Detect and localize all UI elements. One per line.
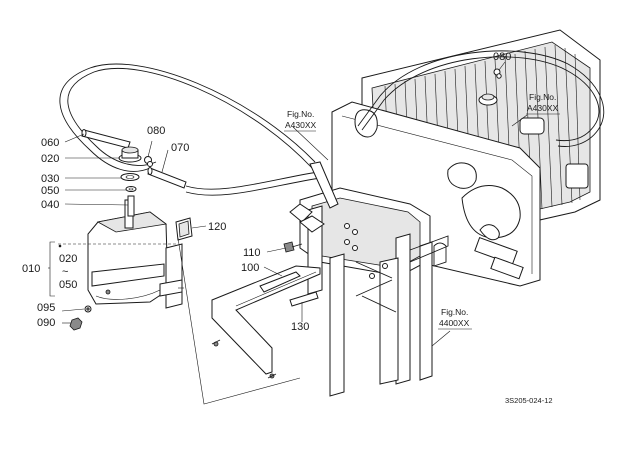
callout-090: 090: [37, 317, 55, 329]
callout-range-from: 020: [59, 253, 77, 265]
pipe-040: [127, 195, 135, 217]
fig-ref-bottom-right-number: 4400XX: [439, 318, 470, 328]
hose-right: [309, 161, 339, 209]
callout-010: 010: [22, 263, 40, 275]
callout-070: 070: [171, 142, 189, 154]
callout-080-right: 080: [493, 51, 511, 63]
callout-100: 100: [241, 262, 259, 274]
hose-130: [289, 291, 319, 307]
fig-ref-bottom-right: Fig.No. 4400XX: [438, 307, 472, 330]
callout-080-left: 080: [147, 125, 165, 137]
bracket-100: [211, 265, 321, 379]
callout-labels: 060 020 030 050 040 080 070 080 120 110 …: [22, 51, 511, 333]
callout-120: 120: [208, 221, 226, 233]
callout-020: 020: [41, 153, 59, 165]
fig-ref-top-right-number: A430XX: [527, 103, 559, 113]
washer-050: [125, 186, 137, 192]
callout-030: 030: [41, 173, 59, 185]
callout-range-to: 050: [59, 279, 77, 291]
fig-ref-bottom-right-prefix: Fig.No.: [441, 307, 468, 317]
pad-120: [175, 217, 193, 241]
cap-020: [118, 146, 142, 163]
nut-090: [69, 317, 83, 331]
callout-110: 110: [243, 247, 261, 259]
hose-070: [147, 167, 187, 189]
reserve-tank-assembly: [87, 199, 183, 309]
range-dot: [58, 244, 62, 248]
callout-range-tilde: ~: [62, 266, 68, 278]
gasket-030: [120, 173, 140, 181]
overflow-hose: [59, 50, 605, 196]
fig-ref-top-right: Fig.No. A430XX: [526, 92, 560, 115]
frame-assembly: [289, 187, 524, 397]
fig-ref-left-prefix: Fig.No.: [287, 109, 314, 119]
leader-lines: [48, 61, 528, 405]
callout-060: 060: [41, 137, 59, 149]
fig-ref-left-number: A430XX: [285, 120, 317, 130]
fig-ref-left: Fig.No. A430XX: [284, 109, 317, 132]
drawing-code: 3S205-024-12: [505, 396, 553, 405]
callout-130: 130: [291, 321, 309, 333]
callout-040: 040: [41, 199, 59, 211]
fig-ref-top-right-prefix: Fig.No.: [529, 92, 556, 102]
bolt-095: [84, 305, 92, 313]
callout-095: 095: [37, 302, 55, 314]
bolt-110: [283, 241, 303, 253]
callout-050: 050: [41, 185, 59, 197]
clamp-080-right: [493, 68, 502, 79]
